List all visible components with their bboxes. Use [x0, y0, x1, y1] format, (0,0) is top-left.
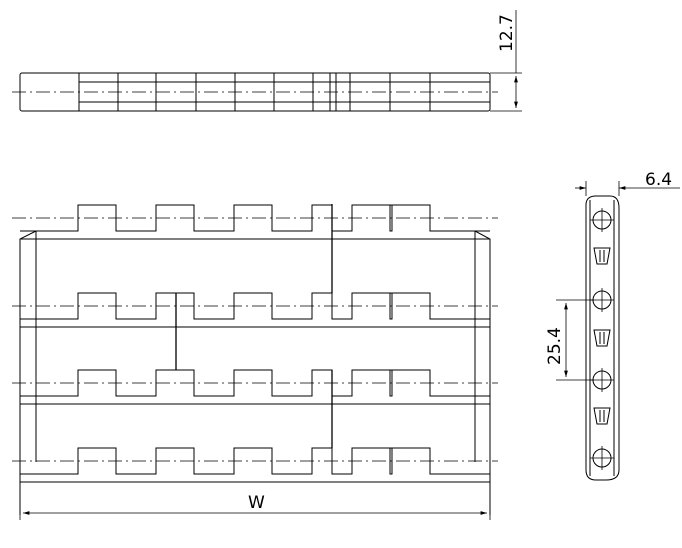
sprocket-tooth — [593, 407, 611, 425]
dimension-pitch-label: 25.4 — [545, 327, 565, 365]
side-profile-view — [585, 195, 620, 481]
sprocket-tooth — [593, 247, 611, 265]
dimension-width-label: W — [248, 493, 265, 513]
dimension-pitch-width-label: 6.4 — [645, 170, 672, 190]
dimension-thickness: 12.7 — [490, 10, 522, 112]
dimension-pitch: 25.4 — [545, 299, 594, 381]
row-outline — [20, 292, 490, 320]
sprocket-tooth — [593, 329, 611, 347]
row-outline — [20, 447, 490, 475]
plan-view — [12, 204, 498, 515]
row-outline — [20, 369, 490, 397]
dimension-pitch-width: 6.4 — [575, 170, 680, 196]
dimension-width: W — [19, 462, 491, 520]
row-outline — [20, 204, 490, 232]
dimension-thickness-label: 12.7 — [497, 14, 517, 52]
side-view-top — [12, 72, 498, 112]
